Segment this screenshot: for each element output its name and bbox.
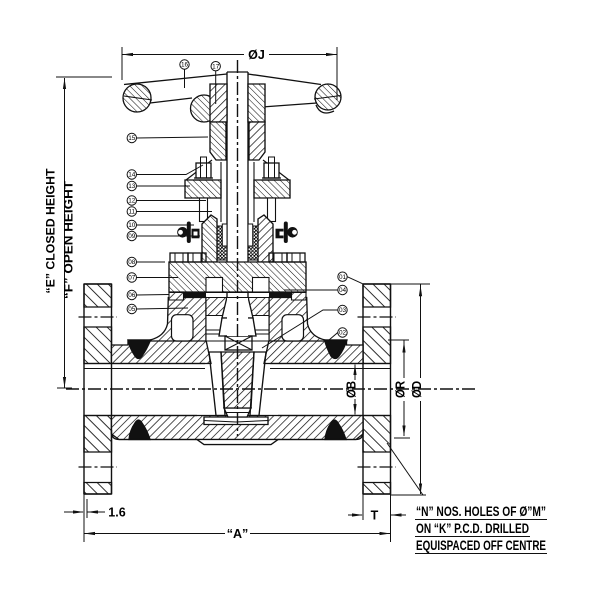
- svg-text:ON “K” P.C.D. DRILLED: ON “K” P.C.D. DRILLED: [416, 521, 529, 537]
- svg-text:11: 11: [128, 209, 135, 216]
- svg-text:05: 05: [128, 306, 136, 313]
- svg-text:10: 10: [128, 222, 136, 229]
- svg-text:03: 03: [339, 307, 347, 314]
- svg-text:“A”: “A”: [227, 527, 249, 541]
- svg-text:“F” OPEN HEIGHT: “F” OPEN HEIGHT: [62, 180, 76, 299]
- svg-text:“E” CLOSED HEIGHT: “E” CLOSED HEIGHT: [44, 168, 58, 294]
- svg-text:07: 07: [128, 275, 136, 282]
- svg-text:04: 04: [339, 287, 347, 294]
- svg-text:1.6: 1.6: [108, 506, 125, 520]
- svg-text:EQUISPACED OFF CENTRE: EQUISPACED OFF CENTRE: [416, 538, 546, 554]
- svg-text:ØJ: ØJ: [248, 48, 265, 62]
- svg-text:14: 14: [128, 172, 136, 179]
- svg-text:08: 08: [128, 259, 136, 266]
- svg-text:“N” NOS. HOLES OF Ø”M”: “N” NOS. HOLES OF Ø”M”: [416, 504, 546, 520]
- svg-text:15: 15: [128, 135, 136, 142]
- svg-text:09: 09: [128, 233, 136, 240]
- svg-text:06: 06: [128, 292, 136, 299]
- svg-text:ØB: ØB: [345, 381, 359, 398]
- svg-text:17: 17: [212, 63, 220, 70]
- svg-text:02: 02: [339, 330, 347, 337]
- svg-text:12: 12: [128, 198, 136, 205]
- svg-text:01: 01: [339, 274, 347, 281]
- svg-text:ØR: ØR: [394, 381, 408, 398]
- svg-text:16: 16: [181, 62, 189, 69]
- svg-text:T: T: [371, 509, 379, 523]
- svg-text:13: 13: [128, 183, 136, 190]
- svg-text:ØD: ØD: [410, 381, 424, 398]
